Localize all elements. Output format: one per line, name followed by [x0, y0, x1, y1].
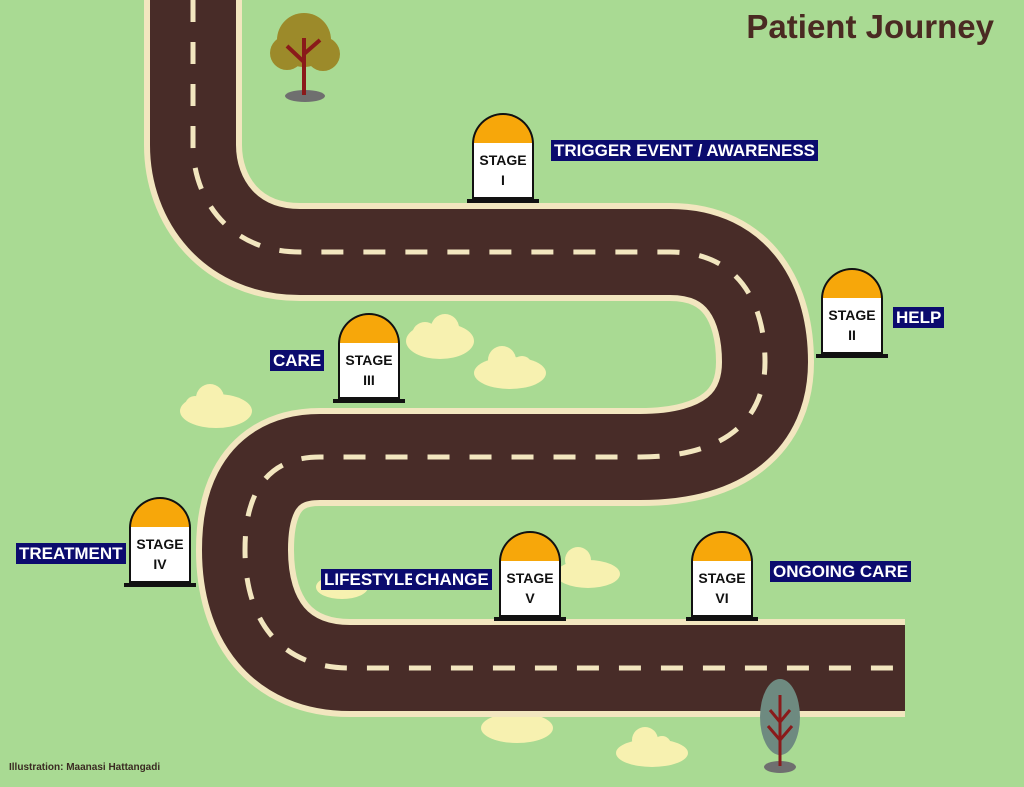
milestone-base	[686, 617, 758, 621]
stage-word: STAGE	[479, 152, 527, 168]
stage-word: STAGE	[506, 570, 554, 586]
stage-numeral: VI	[715, 590, 729, 606]
stage-label-2: HELP	[893, 307, 945, 328]
stage-label-1: TRIGGER EVENT / AWARENESS	[551, 140, 819, 161]
milestone-cap	[821, 268, 883, 300]
milestone-base	[816, 354, 888, 358]
illustration-credit: Illustration: Maanasi Hattangadi	[9, 762, 161, 773]
cloud	[616, 727, 688, 767]
clouds	[180, 314, 688, 767]
cloud	[556, 547, 620, 588]
stage-numeral: IV	[153, 556, 167, 572]
milestone-stage-6: STAGE VI	[686, 531, 758, 623]
stage-numeral: III	[363, 372, 375, 388]
milestone-body: STAGE I	[472, 143, 534, 199]
cloud	[406, 314, 474, 359]
stage-word: STAGE	[698, 570, 746, 586]
milestone-cap	[691, 531, 753, 563]
stage-label-6: ONGOING CARE	[770, 561, 912, 582]
tall-tree	[760, 679, 800, 773]
stage-numeral: V	[525, 590, 535, 606]
milestone-cap	[129, 497, 191, 529]
milestone-stage-3: STAGE III	[333, 313, 405, 405]
milestone-base	[124, 583, 196, 587]
milestone-stage-1: STAGE I	[467, 113, 539, 205]
milestone-stage-2: STAGE II	[816, 268, 888, 360]
round-tree	[270, 13, 340, 102]
milestone-cap	[499, 531, 561, 563]
milestone-base	[494, 617, 566, 621]
stage-label-4: TREATMENT	[16, 543, 126, 564]
stage-label-5b: CHANGE	[412, 569, 492, 590]
milestone-body: STAGE VI	[691, 561, 753, 617]
road	[144, 0, 905, 717]
stage-numeral: II	[848, 327, 856, 343]
milestone-body: STAGE V	[499, 561, 561, 617]
milestone-body: STAGE II	[821, 298, 883, 354]
milestone-base	[467, 199, 539, 203]
cloud	[180, 384, 252, 428]
milestone-stage-5: STAGE V	[494, 531, 566, 623]
milestone-stage-4: STAGE IV	[124, 497, 196, 589]
milestone-body: STAGE IV	[129, 527, 191, 583]
stage-label-3: CARE	[270, 350, 325, 371]
stage-label-5a: LIFESTYLE	[321, 569, 419, 590]
milestone-cap	[338, 313, 400, 345]
milestone-base	[333, 399, 405, 403]
stage-word: STAGE	[828, 307, 876, 323]
milestone-body: STAGE III	[338, 343, 400, 399]
stage-word: STAGE	[345, 352, 393, 368]
stage-numeral: I	[501, 172, 505, 188]
cloud	[474, 346, 546, 389]
page-title: Patient Journey	[746, 8, 994, 45]
milestone-cap	[472, 113, 534, 145]
stage-word: STAGE	[136, 536, 184, 552]
